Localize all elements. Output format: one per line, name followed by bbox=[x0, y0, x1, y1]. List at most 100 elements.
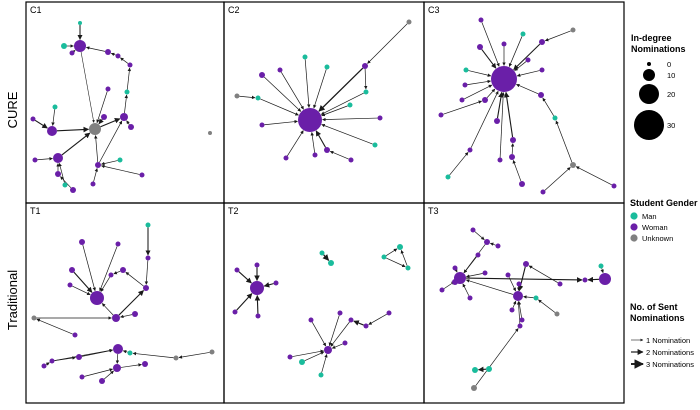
t1-node-13 bbox=[49, 358, 55, 364]
c3-node-6 bbox=[482, 97, 488, 103]
c1-edge-16 bbox=[93, 168, 99, 182]
c3-node-18 bbox=[539, 39, 545, 45]
t1-edge-6 bbox=[118, 290, 144, 316]
t1-edge-14 bbox=[84, 368, 113, 377]
t3-node-24 bbox=[495, 243, 501, 249]
t1-edge-4 bbox=[113, 270, 121, 275]
c1-node-22 bbox=[32, 157, 38, 163]
c1-node-12 bbox=[30, 116, 36, 122]
legend-size-30-marker bbox=[634, 110, 664, 140]
t2-edge-0 bbox=[238, 271, 252, 284]
panel-label-t1: T1 bbox=[30, 206, 41, 216]
t2-edge-12 bbox=[330, 321, 350, 347]
t2-edge-5 bbox=[322, 254, 330, 261]
legend-size-20-label: 20 bbox=[667, 90, 675, 99]
t3-node-14 bbox=[554, 311, 560, 317]
t1-node-23 bbox=[72, 332, 78, 338]
t3-node-9 bbox=[523, 261, 529, 267]
t2-node-4 bbox=[254, 262, 260, 268]
t1-node-16 bbox=[79, 374, 85, 380]
t3-node-20 bbox=[472, 367, 478, 373]
t2-node-16 bbox=[363, 323, 369, 329]
panel-label-c3: C3 bbox=[428, 5, 440, 15]
t1-node-11 bbox=[142, 361, 148, 367]
c2-node-0 bbox=[298, 108, 322, 132]
legend-sent-2-label: 2 Nominations bbox=[646, 348, 694, 357]
t3-node-15 bbox=[533, 295, 539, 301]
legend-sent: No. of Sent Nominations 1 Nomination 2 N… bbox=[630, 302, 694, 369]
panel-label-c2: C2 bbox=[228, 5, 240, 15]
t3-node-19 bbox=[486, 366, 492, 372]
t3-node-13 bbox=[598, 263, 604, 269]
t3-edge-12 bbox=[538, 299, 556, 313]
t1-edge-12 bbox=[45, 362, 50, 366]
c1-node-5 bbox=[115, 53, 121, 59]
t2-node-18 bbox=[337, 310, 343, 316]
t3-node-16 bbox=[517, 323, 523, 329]
c2-edge-16 bbox=[320, 92, 364, 115]
legend-gender-woman-label: Woman bbox=[642, 223, 668, 232]
c1-node-10 bbox=[53, 153, 63, 163]
c3-edge-21 bbox=[464, 84, 493, 100]
c2-edge-10 bbox=[315, 130, 327, 148]
c1-node-14 bbox=[62, 182, 68, 188]
t3-edge-9 bbox=[465, 277, 583, 283]
t1-edge-0 bbox=[73, 271, 93, 293]
c1-node-0 bbox=[61, 43, 67, 49]
c1-node-15 bbox=[70, 187, 76, 193]
c2-node-6 bbox=[347, 102, 353, 108]
c2-node-11 bbox=[324, 147, 330, 153]
t1-edge-23 bbox=[54, 348, 113, 361]
t2-edge-14 bbox=[368, 313, 387, 325]
c3-edge-7 bbox=[503, 91, 514, 138]
t2-node-8 bbox=[397, 244, 403, 250]
c1-edge-6 bbox=[126, 67, 132, 90]
panel-frame-t3 bbox=[423, 202, 625, 404]
c3-node-8 bbox=[510, 137, 516, 143]
c1-node-9 bbox=[89, 123, 101, 135]
t1-node-18 bbox=[127, 350, 133, 356]
c2-edge-11 bbox=[329, 150, 349, 160]
c1-edge-15 bbox=[94, 135, 99, 163]
c1-edge-20 bbox=[101, 160, 118, 166]
t2-node-9 bbox=[381, 254, 387, 260]
t1-edge-22 bbox=[99, 246, 118, 292]
t2-node-13 bbox=[287, 354, 293, 360]
c3-edge-9 bbox=[512, 159, 522, 182]
c3-edge-2 bbox=[468, 70, 492, 77]
legend-size-10-marker bbox=[643, 69, 655, 81]
t1-node-4 bbox=[108, 272, 114, 278]
t1-node-17 bbox=[31, 315, 37, 321]
t2-node-15 bbox=[348, 317, 354, 323]
t3-edge-21 bbox=[489, 242, 496, 246]
c3-node-20 bbox=[520, 31, 526, 37]
t3-node-6 bbox=[513, 291, 523, 301]
c1-node-3 bbox=[69, 50, 75, 56]
t3-node-23 bbox=[467, 295, 473, 301]
t2-edge-8 bbox=[386, 257, 406, 268]
c2-node-9 bbox=[255, 95, 261, 101]
t2-node-10 bbox=[405, 265, 411, 271]
t3-edge-23 bbox=[465, 279, 514, 295]
c1-node-20 bbox=[139, 172, 145, 178]
c2-edge-0 bbox=[263, 76, 302, 112]
c3-edge-6 bbox=[496, 91, 504, 119]
c1-edge-24 bbox=[80, 51, 95, 123]
t1-node-24 bbox=[115, 241, 121, 247]
panel-frame-t1 bbox=[25, 202, 225, 404]
c1-edge-10 bbox=[56, 126, 90, 133]
c1-node-18 bbox=[128, 124, 134, 130]
c3-node-11 bbox=[497, 157, 503, 163]
c2-edge-9 bbox=[310, 132, 315, 153]
legend-indegree-title-line1: In-degree bbox=[631, 33, 672, 43]
c1-node-24 bbox=[105, 86, 111, 92]
c2-node-3 bbox=[302, 54, 308, 60]
legend-size-10-label: 10 bbox=[667, 71, 675, 80]
c2-node-2 bbox=[277, 67, 283, 73]
legend-sent-3-label: 3 Nominations bbox=[646, 360, 694, 369]
legend-gender: Student Gender Man Woman Unknown bbox=[630, 198, 698, 243]
t2-edge-6 bbox=[385, 248, 398, 256]
c3-node-22 bbox=[459, 97, 465, 103]
c1-edge-9 bbox=[61, 132, 91, 156]
c1-edge-17 bbox=[126, 120, 130, 125]
